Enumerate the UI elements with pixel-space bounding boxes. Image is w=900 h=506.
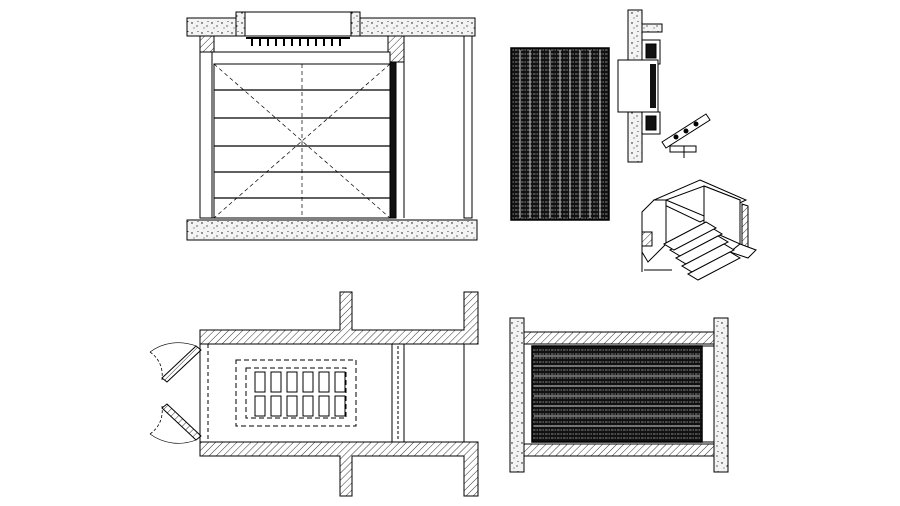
elevation-left-ledge <box>199 35 215 53</box>
section-ledge-top <box>641 23 663 33</box>
elevation-top-inner <box>244 11 352 37</box>
grating-plan-view <box>510 47 610 221</box>
pit-left-wall <box>641 199 667 263</box>
trench-grate-slots <box>254 371 346 417</box>
trench-upper-wall <box>199 291 479 345</box>
grating-section-bottom-bar <box>523 443 715 457</box>
grating-section-left-post <box>509 317 525 473</box>
elevation-bottom-slab <box>186 219 478 241</box>
grating-section-panel <box>531 345 703 443</box>
elevation-grate-bars <box>246 37 350 46</box>
trench-lower-wall <box>199 441 479 497</box>
elevation-frame <box>211 51 391 219</box>
elevation-left-wall <box>199 51 213 219</box>
elevation-right-jamb <box>389 61 397 219</box>
section-detail-view <box>617 9 711 163</box>
grating-section-bars <box>534 355 700 427</box>
isometric-pit-view <box>641 179 757 281</box>
elevation-right-post <box>463 35 473 219</box>
trench-grate-outline-inner <box>245 367 347 419</box>
trench-channel <box>199 343 465 443</box>
pit-grate-bars <box>662 221 742 281</box>
elevation-diagonals <box>213 63 391 219</box>
elevation-slats <box>214 89 390 199</box>
grating-section-view <box>509 317 729 473</box>
grating-section-top-bar <box>523 331 715 345</box>
elevation-view <box>186 11 478 241</box>
trench-grate-outline-outer <box>235 359 357 427</box>
section-wall-lower <box>627 109 643 163</box>
grating-plan-bearing-bars <box>519 50 601 218</box>
trench-plan-view <box>149 291 479 497</box>
grating-section-right-post <box>713 317 729 473</box>
section-anchor-bar <box>661 113 711 158</box>
trench-door-leaves <box>149 342 202 444</box>
section-wall-upper <box>627 9 643 61</box>
